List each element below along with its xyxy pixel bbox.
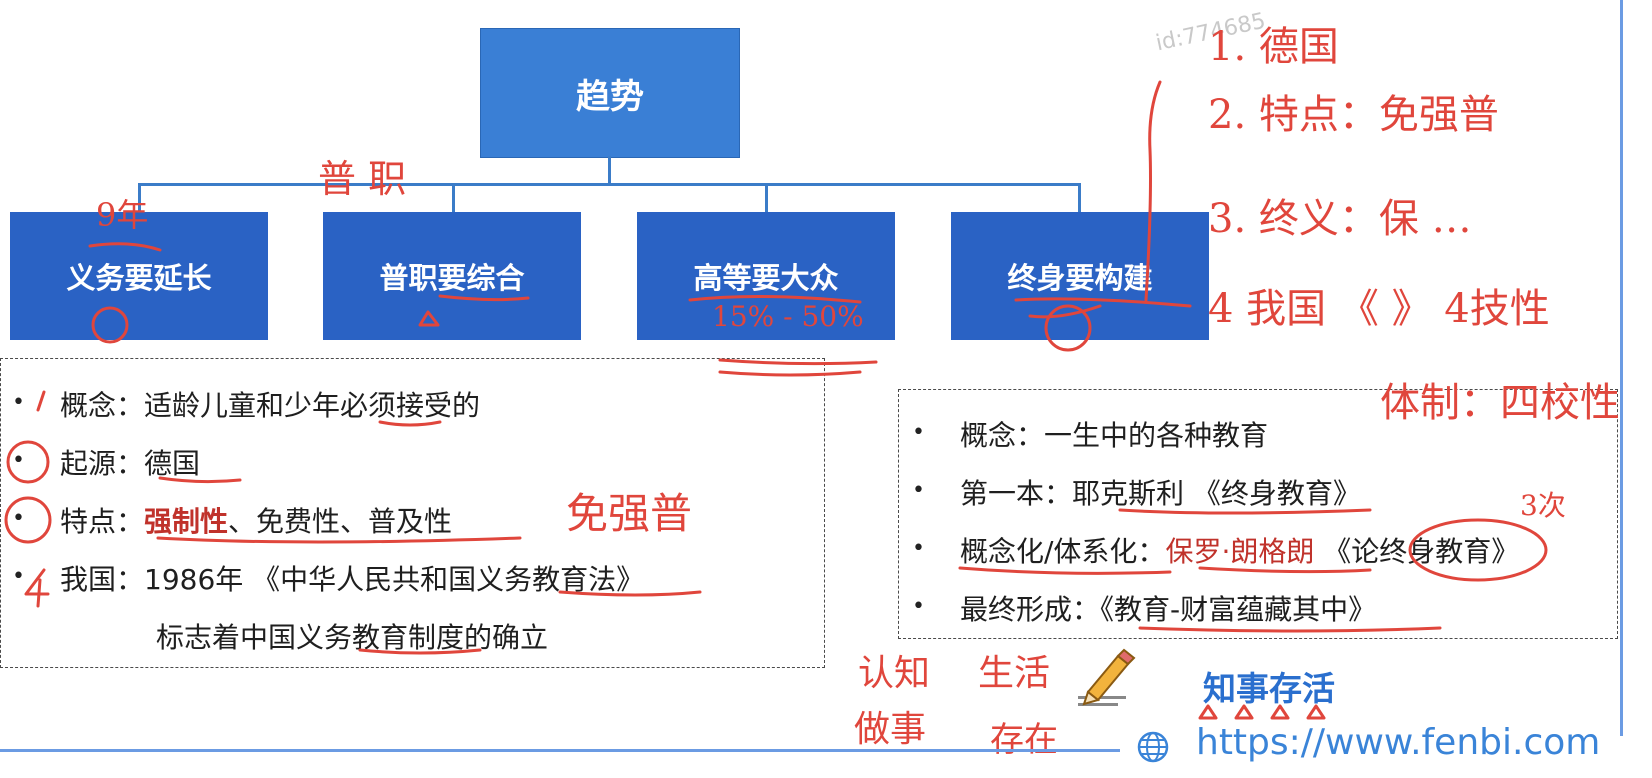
item-text: 适龄儿童和少年必须接受的 (144, 389, 481, 422)
note-count: 3次 (1520, 489, 1566, 522)
ink-underline-features (156, 536, 522, 544)
ink-triangles-brand (1198, 704, 1326, 720)
ink-underline-branch-2 (438, 294, 530, 302)
connector-bar (138, 183, 1080, 186)
ink-underline-first-book (1118, 508, 1372, 515)
item-highlight: 保罗·朗格朗 (1165, 535, 1315, 568)
item-term: 概念： (960, 419, 1045, 452)
item-text: 《论终身教育》 (1314, 535, 1520, 568)
connector-drop-2 (452, 183, 455, 213)
ink-bracket (1144, 80, 1162, 302)
pencil-icon (1078, 648, 1136, 706)
item-text-continued: 标志着中国义务教育制度的确立 (156, 621, 549, 654)
note-line-4: 4 我国 《 》 4技性 (1208, 286, 1550, 332)
ink-triangle (418, 310, 440, 327)
item-highlight: 强制性 (144, 505, 229, 538)
item-term: 起源： (60, 447, 145, 480)
branch-node-higher: 高等要大众 (637, 212, 895, 340)
brand-title: 知事存活 (1203, 669, 1335, 708)
ink-circle-1 (91, 306, 129, 344)
item-text: 、免费性、普及性 (228, 505, 453, 538)
ink-wave-branch-4 (1028, 304, 1102, 319)
ink-numeral-1 (36, 390, 46, 412)
ink-underline-final (1138, 626, 1442, 633)
item-term: 最终形成： (960, 593, 1101, 626)
ink-underline-concept (958, 566, 1172, 575)
note-line-5: 体制：四校性 (1380, 380, 1620, 426)
item-term: 概念： (60, 389, 145, 422)
item-term: 第一本： (960, 477, 1073, 510)
note-general-vocational: 普 职 (318, 157, 407, 201)
ink-underline-branch-1 (88, 242, 162, 252)
note-line-3: 3. 终义：保 … (1208, 196, 1472, 242)
website-link[interactable]: https://www.fenbi.com (1196, 722, 1601, 763)
bottom-divider (0, 749, 1120, 752)
item-text: 1986年 《中华人民共和国义务教育法》 (144, 563, 645, 596)
root-node: 趋势 (480, 28, 740, 158)
item-term: 特点： (60, 505, 145, 538)
right-panel-frame (898, 389, 1618, 639)
left-panel-frame (0, 358, 825, 668)
note-cognition: 认知 (858, 653, 931, 694)
ink-underline-system (358, 648, 482, 655)
item-text: 《教育-财富蕴藏其中》 (1100, 593, 1377, 626)
connector-stem (608, 156, 611, 184)
connector-drop-4 (1078, 183, 1081, 213)
ink-underline-branch-4 (1014, 297, 1192, 308)
item-term: 概念化/体系化： (960, 535, 1166, 568)
ink-underline-branch-3 (688, 294, 862, 304)
branch-node-lifelong: 终身要构建 (951, 212, 1209, 340)
item-text: 耶克斯利 《终身教育》 (1072, 477, 1361, 510)
branch-node-vocational: 普职要综合 (323, 212, 581, 340)
note-living: 生活 (978, 653, 1051, 694)
item-text: 德国 (144, 447, 201, 480)
connector-drop-1 (138, 183, 141, 213)
ink-circle-book (1408, 518, 1548, 582)
ink-circle-2 (6, 440, 50, 484)
note-being: 存在 (990, 720, 1058, 760)
note-doing: 做事 (854, 709, 927, 750)
note-years: 9年 (96, 196, 149, 234)
note-features: 免强普 (566, 489, 693, 538)
item-text: 一生中的各种教育 (1044, 419, 1269, 452)
ink-underline-lengrand (1198, 566, 1372, 574)
note-percentage-range: 15% - 50% (712, 300, 864, 333)
note-line-2: 2. 特点：免强普 (1208, 92, 1499, 138)
connector-drop-3 (765, 183, 768, 213)
item-term: 我国： (60, 563, 145, 596)
ink-underline-germany (158, 476, 242, 484)
right-divider (1620, 0, 1623, 736)
ink-circle-3 (4, 496, 52, 544)
ink-numeral-4 (24, 568, 50, 608)
note-line-1: 1. 德国 (1208, 24, 1339, 70)
ink-circle-branch-4 (1044, 304, 1092, 352)
ink-underline-law (558, 590, 702, 597)
branch-node-compulsory: 义务要延长 (10, 212, 268, 340)
ink-underline-range (718, 358, 878, 377)
ink-underline-required (378, 420, 442, 427)
globe-icon (1137, 731, 1169, 763)
